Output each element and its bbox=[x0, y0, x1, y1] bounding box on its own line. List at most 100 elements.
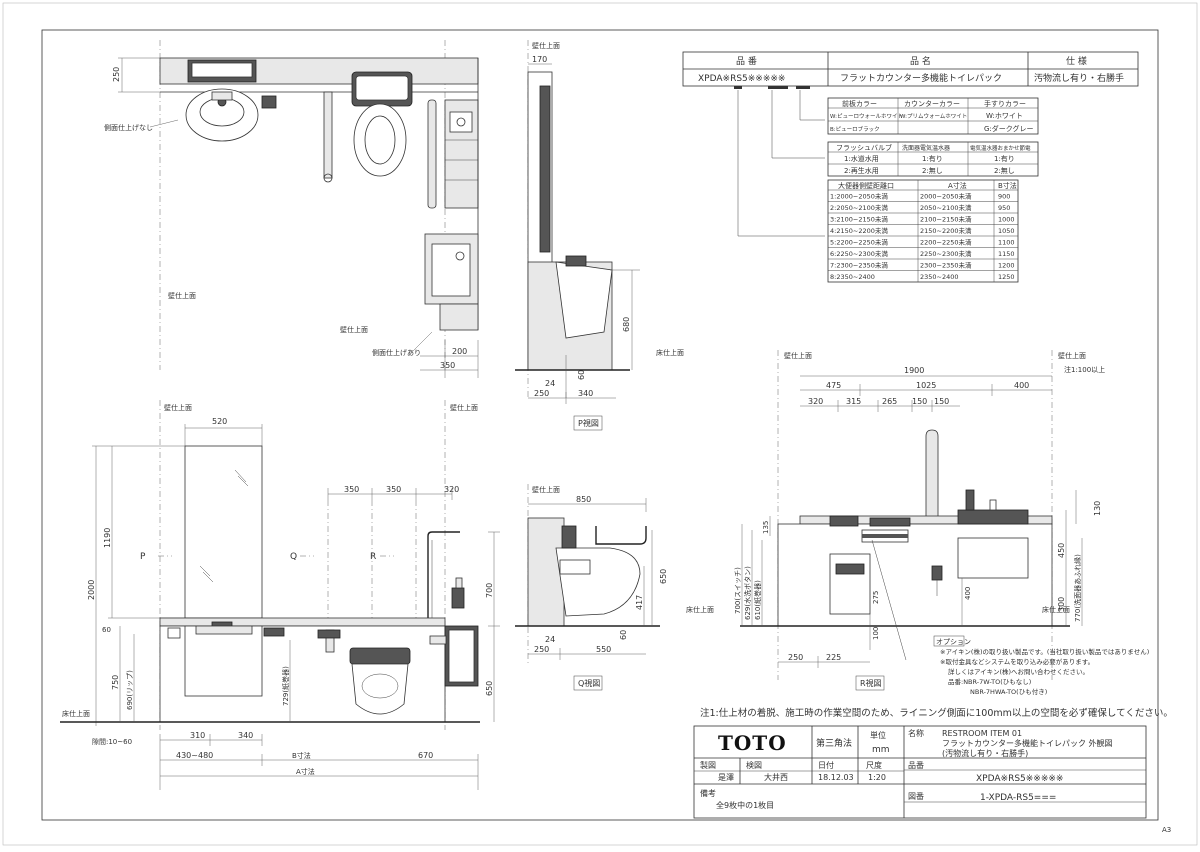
label-wall-top-r-right: 壁仕上面 bbox=[1058, 351, 1086, 360]
option-table-2: フラッシュバルブ 洗面器電気温水器 電気温水器おまかせ節電 1:水道水用 1:有… bbox=[827, 141, 1039, 177]
opt3-cell: 8:2350~2400 bbox=[830, 273, 875, 281]
option-table-1: 前板カラー カウンターカラー 手すりカラー W:ピューロウォールホワイト W:プ… bbox=[827, 97, 1039, 135]
tb-checked-label: 検図 bbox=[746, 760, 762, 770]
opt2-h1: 洗面器電気温水器 bbox=[902, 144, 950, 152]
plan-view: 250 側面仕上げなし 壁仕上面 bbox=[104, 40, 479, 378]
dim-r-475: 475 bbox=[826, 381, 841, 390]
opt3-cell: 1000 bbox=[998, 216, 1015, 224]
dim-p-250: 250 bbox=[534, 389, 549, 398]
opt3-cell: 4:2150~2200未満 bbox=[830, 226, 888, 235]
label-floor-top-elev: 床仕上面 bbox=[62, 709, 90, 718]
dim-q-650: 650 bbox=[659, 569, 668, 584]
label-floor-top-r: 床仕上面 bbox=[1042, 605, 1070, 614]
opt2-r1c2: 2:無し bbox=[994, 166, 1015, 175]
dim-p-170: 170 bbox=[532, 55, 547, 64]
dim-q-417: 417 bbox=[635, 595, 644, 610]
label-side-yes: 側面仕上げあり bbox=[372, 348, 421, 357]
opt3-cell: 900 bbox=[998, 193, 1010, 201]
dim-elev-729: 729(紙巻器) bbox=[281, 666, 290, 706]
dim-elev-520: 520 bbox=[212, 417, 227, 426]
dim-p-680: 680 bbox=[622, 317, 631, 332]
opt1-r0c2: W:ホワイト bbox=[986, 112, 1023, 120]
dim-r-130: 130 bbox=[1093, 501, 1102, 516]
dim-plan-250: 250 bbox=[112, 67, 121, 82]
dim-p-60: 60 bbox=[577, 370, 586, 380]
tb-scale-label: 尺度 bbox=[866, 760, 882, 770]
product-cell-0: XPDA※RS5※※※※※ bbox=[698, 74, 785, 84]
dim-p-24: 24 bbox=[545, 379, 555, 388]
dim-r-250: 250 bbox=[788, 653, 803, 662]
tb-unit: mm bbox=[872, 745, 890, 755]
dim-elev-60: 60 bbox=[102, 626, 111, 634]
q-view: 壁仕上面 850 650 417 24 60 250 550 床仕上面 Q視図 bbox=[515, 484, 714, 691]
product-cell-1: フラットカウンター多機能トイレパック bbox=[840, 72, 1002, 84]
opt3-cell: 950 bbox=[998, 204, 1010, 212]
dim-elev-1190: 1190 bbox=[103, 528, 112, 548]
label-wall-top-elev-left: 壁仕上面 bbox=[164, 403, 192, 412]
tb-projection: 第三角法 bbox=[816, 737, 852, 749]
marker-p: P bbox=[140, 552, 146, 562]
opt1-h1: カウンターカラー bbox=[904, 99, 960, 108]
opt2-h0: フラッシュバルブ bbox=[836, 143, 892, 152]
opt3-h0: 大便器側壁距離口 bbox=[838, 181, 894, 190]
dim-elev-310: 310 bbox=[190, 731, 205, 740]
opt3-cell: 3:2100~2150未満 bbox=[830, 215, 888, 224]
opt1-r0c0: W:ピューロウォールホワイト bbox=[830, 112, 903, 120]
opt2-r0c2: 1:有り bbox=[994, 154, 1015, 163]
dim-r-1025: 1025 bbox=[916, 381, 936, 390]
dim-elev-700: 700 bbox=[485, 583, 494, 598]
option-note-0: ※アイキン(株)の取り扱い製品です。(当社取り扱い製品ではありません) bbox=[940, 647, 1149, 656]
paper-size: A3 bbox=[1162, 826, 1171, 834]
product-header-0: 品 番 bbox=[736, 55, 757, 67]
dim-elev-350b: 350 bbox=[386, 485, 401, 494]
label-wall-top-q: 壁仕上面 bbox=[532, 485, 560, 494]
dim-elev-350a: 350 bbox=[344, 485, 359, 494]
opt3-cell: 2050~2100未満 bbox=[920, 203, 972, 212]
label-scale-note: 注1:100以上 bbox=[1064, 365, 1105, 374]
option-note-3: 品番:NBR-7W-TO(ひもなし) bbox=[948, 678, 1031, 686]
opt2-r1c0: 2:再生水用 bbox=[844, 166, 879, 175]
opt1-r0c1: W:プリムウォームホワイト bbox=[900, 112, 967, 120]
opt3-cell: 2:2050~2100未満 bbox=[830, 203, 888, 212]
dim-elev-690: 690(リップ) bbox=[126, 670, 134, 710]
toto-logo: TOTO bbox=[718, 731, 787, 755]
tb-drawing-no-label: 図番 bbox=[908, 791, 924, 801]
opt3-cell: 2350~2400 bbox=[920, 273, 959, 281]
opt3-cell: 1:2000~2050未満 bbox=[830, 192, 888, 201]
dim-q-250: 250 bbox=[534, 645, 549, 654]
title-p-view: P視図 bbox=[578, 419, 599, 428]
label-b-dim: B寸法 bbox=[292, 751, 311, 760]
tb-model-label: 品番 bbox=[908, 760, 924, 770]
dim-r-1900: 1900 bbox=[904, 366, 924, 375]
title-r-view: R視図 bbox=[860, 679, 882, 688]
opt3-cell: 6:2250~2300未満 bbox=[830, 249, 888, 258]
opt2-r0c1: 1:有り bbox=[922, 154, 943, 163]
marker-r: R bbox=[370, 552, 376, 562]
front-elevation: 壁仕上面 壁仕上面 520 1190 2000 60 P Q R 350 bbox=[60, 400, 500, 790]
product-header-2: 仕 様 bbox=[1066, 55, 1087, 67]
option-note-4: NBR-7HWA-TO(ひも付き) bbox=[970, 687, 1047, 696]
dim-r-265: 265 bbox=[882, 397, 897, 406]
opt2-r0c0: 1:水道水用 bbox=[844, 154, 879, 163]
opt1-r1c0: B:ピューロブラック bbox=[830, 125, 880, 133]
r-view: 壁仕上面 壁仕上面 注1:100以上 1900 475 1025 400 320… bbox=[734, 350, 1105, 691]
tb-drawing-no: 1-XPDA-RS5=== bbox=[980, 793, 1056, 803]
dim-elev-650: 650 bbox=[485, 681, 494, 696]
plan-toilet-bowl bbox=[353, 103, 407, 177]
dim-r-320: 320 bbox=[808, 397, 823, 406]
option-notes-title: オプション bbox=[936, 638, 971, 646]
dim-elev-670: 670 bbox=[418, 751, 433, 760]
label-floor-top-q: 床仕上面 bbox=[686, 605, 714, 614]
dim-r-610: 610(紙巻器) bbox=[753, 580, 762, 620]
opt3-cell: 2300~2350未満 bbox=[920, 261, 972, 270]
product-table: 品 番 品 名 仕 様 XPDA※RS5※※※※※ フラットカウンター多機能トイ… bbox=[682, 51, 1139, 237]
dim-q-850: 850 bbox=[576, 495, 591, 504]
opt3-cell: 1200 bbox=[998, 262, 1015, 270]
opt1-r1c2: G:ダークグレー bbox=[984, 124, 1034, 133]
elev-washbasin-cabinet bbox=[184, 625, 263, 697]
option-notes: オプション ※アイキン(株)の取り扱い製品です。(当社取り扱い製品ではありません… bbox=[933, 635, 1149, 696]
tb-unit-label: 単位 bbox=[870, 730, 886, 740]
opt3-h2: B寸法 bbox=[998, 181, 1017, 190]
